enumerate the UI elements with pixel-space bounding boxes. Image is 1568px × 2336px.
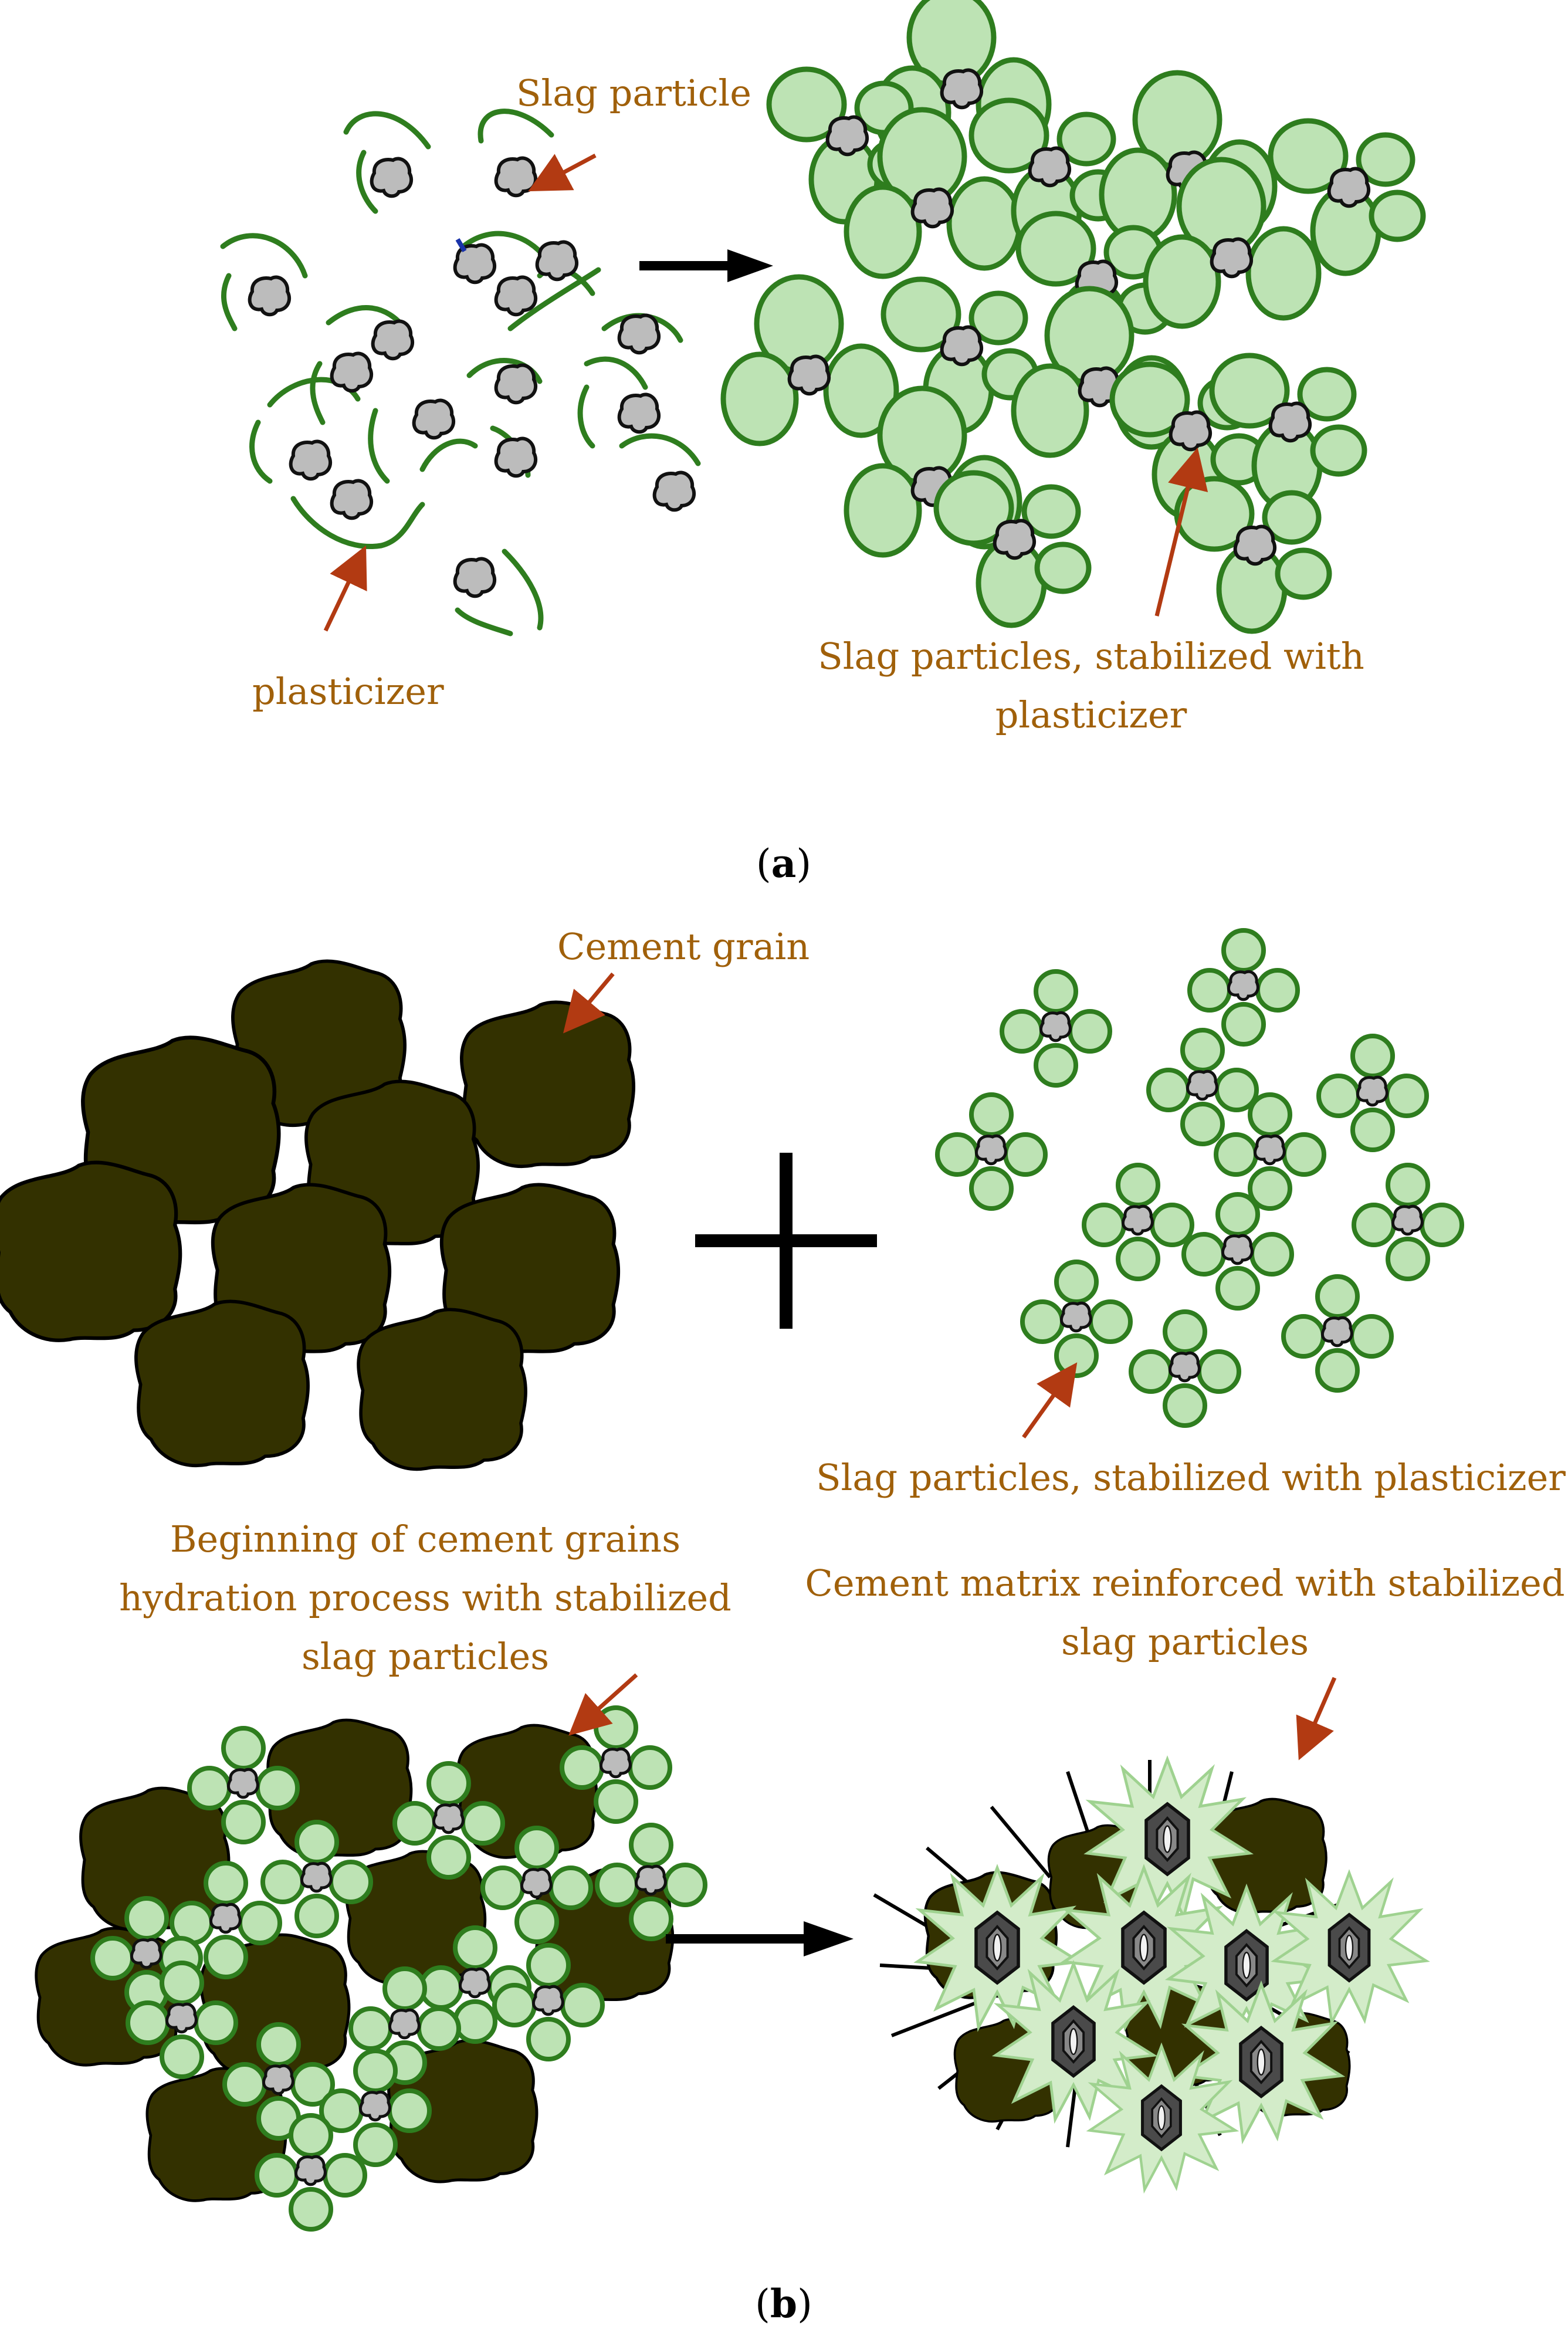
label-beginning-line1: Beginning of cement grains xyxy=(170,1518,680,1560)
arrow-plasticizer xyxy=(323,545,367,632)
cement-grains xyxy=(0,961,634,1469)
caption-a-open: ( xyxy=(756,841,771,886)
hydration-start-mixture xyxy=(36,1708,705,2229)
label-cement-grain: Cement grain xyxy=(557,925,810,968)
caption-b-open: ( xyxy=(755,2281,770,2327)
label-beginning-line2: hydration process with stabilized xyxy=(119,1576,731,1619)
caption-b-close: ) xyxy=(797,2281,812,2327)
label-plasticizer: plasticizer xyxy=(252,670,444,713)
label-beginning-line3: slag particles xyxy=(302,1635,549,1678)
label-stabilized-a-line2: plasticizer xyxy=(995,693,1187,736)
caption-b-letter: b xyxy=(770,2281,797,2327)
label-matrix-line1: Cement matrix reinforced with stabilized xyxy=(805,1562,1564,1604)
arrow-stabilized-a xyxy=(1154,447,1208,617)
stabilized-slag-clusters-b xyxy=(937,930,1462,1426)
pointer-arrows-a xyxy=(323,153,1208,632)
plus-sign xyxy=(695,1153,877,1329)
label-matrix-line2: slag particles xyxy=(1061,1620,1309,1663)
arrow-cement-grain xyxy=(563,972,615,1034)
label-stabilized-b: Slag particles, stabilized with plastici… xyxy=(816,1456,1566,1499)
caption-a-letter: a xyxy=(771,841,797,886)
stabilized-slag-clusters-a xyxy=(723,0,1423,631)
caption-a-close: ) xyxy=(796,841,811,886)
arrow-beginning xyxy=(568,1673,638,1736)
caption-b: (b) xyxy=(755,2281,812,2327)
panel-b: Cement grain Slag particles, stabilized … xyxy=(0,925,1566,2327)
transition-arrow-a xyxy=(639,249,773,282)
transition-arrow-b xyxy=(666,1921,854,1956)
arrow-stabilized-b xyxy=(1022,1362,1078,1439)
arrow-slag-particle xyxy=(528,153,597,192)
reinforced-cement-matrix xyxy=(873,1759,1426,2189)
panel-a: Slag particle plasticizer Slag particles… xyxy=(220,0,1423,886)
plasticizer-bond xyxy=(455,238,467,253)
plasticizer-coils xyxy=(220,109,701,637)
label-stabilized-a-line1: Slag particles, stabilized with xyxy=(818,635,1364,678)
arrow-matrix xyxy=(1296,1677,1337,1761)
caption-a: (a) xyxy=(756,841,811,886)
label-slag-particle: Slag particle xyxy=(516,72,751,114)
